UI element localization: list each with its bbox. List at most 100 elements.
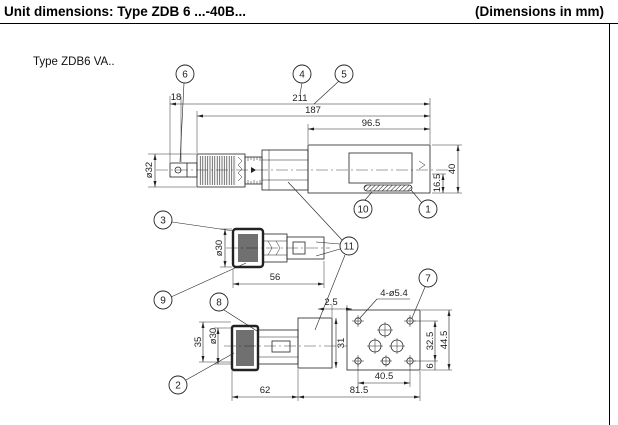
leader-line	[179, 82, 185, 163]
dimension-label: 187	[305, 105, 321, 116]
leader-line	[314, 254, 346, 331]
port-pattern	[367, 322, 405, 367]
callout-circle	[153, 210, 173, 230]
cap-knurling	[236, 330, 254, 366]
callout-11: 11	[339, 236, 359, 256]
leader-lines	[170, 80, 426, 381]
dimension-label: 18	[171, 92, 182, 103]
scale-pointer	[251, 167, 256, 173]
sleeve-outline	[286, 236, 325, 260]
callout-number: 10	[357, 205, 369, 216]
dimension-label: 56	[270, 272, 281, 283]
callout-5: 5	[334, 64, 354, 84]
dimension-label: 81.5	[350, 385, 369, 396]
dimension-label: 211	[292, 93, 307, 104]
top-view: 18 211 187 96.5 ø32 40 16.5	[144, 92, 462, 194]
dimension-label: 16.5	[432, 174, 443, 193]
sleeve-window	[292, 241, 306, 255]
leader-line	[170, 262, 247, 298]
body-outline	[307, 144, 431, 194]
callouts: 1 2 3 4 5 6 7 8	[153, 64, 438, 395]
hole-callout-label: 4-ø5.4	[380, 288, 407, 299]
knob-knurling	[199, 156, 236, 185]
callout-number: 3	[160, 216, 166, 227]
nameplate	[348, 152, 413, 184]
callout-9: 9	[153, 290, 173, 310]
variant-label: Type ZDB6 VA..	[33, 56, 115, 68]
dimension-label: ø32	[144, 162, 155, 178]
callout-circle	[153, 290, 173, 310]
leader-line	[185, 352, 235, 381]
bottom-view: 2.5 4-ø5.4 ø30 35 31 32.5 44.5 6 40.5 62…	[193, 288, 452, 401]
body-end-mark	[418, 160, 426, 170]
leader-line	[299, 82, 303, 95]
callout-circle	[353, 199, 373, 219]
callout-circle	[418, 199, 438, 219]
callout-circle	[292, 64, 312, 84]
callout-8: 8	[209, 292, 229, 312]
callout-4: 4	[292, 64, 312, 84]
adapter-fitting	[257, 329, 299, 365]
callout-number: 7	[425, 274, 431, 285]
hole-crosshair	[352, 315, 364, 327]
callout-1: 1	[418, 199, 438, 219]
page-title: Unit dimensions: Type ZDB 6 ...-40B...	[4, 4, 247, 19]
callout-circle	[209, 292, 229, 312]
valve-body-side	[297, 317, 333, 369]
seal-ring	[363, 184, 413, 192]
mounting-face	[346, 309, 421, 371]
callout-3: 3	[153, 210, 173, 230]
callout-number: 5	[341, 70, 347, 81]
cap-knurling	[238, 234, 258, 262]
leader-line	[364, 191, 373, 201]
callout-number: 4	[299, 70, 305, 81]
leader-line	[313, 80, 340, 105]
dimension-label: 31	[336, 338, 347, 349]
dimension-label: ø30	[214, 240, 225, 256]
callout-number: 8	[216, 298, 222, 309]
cap-hole	[174, 166, 182, 174]
dimension-label: 44.5	[439, 331, 450, 350]
callout-number: 1	[425, 205, 431, 216]
leader-line	[223, 309, 258, 332]
callout-number: 9	[160, 296, 166, 307]
side-view: ø30 56	[214, 227, 330, 288]
callout-circle	[168, 375, 188, 395]
adjustment-knob	[196, 153, 246, 188]
sleeve-side	[286, 236, 325, 260]
leader-line	[315, 248, 341, 257]
leader-line	[315, 241, 341, 245]
dimension-label: 96.5	[362, 118, 381, 129]
callout-circle	[418, 268, 438, 288]
callout-circle	[339, 236, 359, 256]
thread-marks	[267, 240, 281, 256]
valve-body	[307, 144, 431, 194]
dimension-label: 32.5	[425, 332, 436, 351]
callout-number: 6	[182, 70, 188, 81]
dimension-label: 35	[193, 337, 204, 348]
face-outline	[346, 309, 421, 371]
leader-line	[287, 181, 343, 241]
units-note: (Dimensions in mm)	[474, 4, 604, 19]
fitting-outline	[257, 329, 299, 365]
leader-line	[171, 221, 235, 232]
dimension-label: 2.5	[324, 297, 337, 308]
callout-number: 11	[344, 242, 355, 253]
knob-scale-marks	[237, 156, 243, 182]
callout-10: 10	[353, 199, 373, 219]
callout-number: 2	[175, 381, 181, 392]
scale-ticks	[247, 157, 261, 184]
knob-cap-bottom	[230, 324, 260, 372]
scale-ring	[244, 156, 263, 185]
fitting-pin	[271, 340, 291, 353]
leader-line	[410, 189, 423, 204]
dimension-label: 40.5	[375, 371, 394, 382]
callout-2: 2	[168, 375, 188, 395]
dimension-label: 62	[260, 385, 271, 396]
callout-circle	[334, 64, 354, 84]
port-crosshairs	[367, 322, 405, 367]
dimension-label: ø30	[208, 328, 219, 344]
callout-6: 6	[175, 64, 195, 84]
dimension-label: 40	[447, 164, 458, 175]
